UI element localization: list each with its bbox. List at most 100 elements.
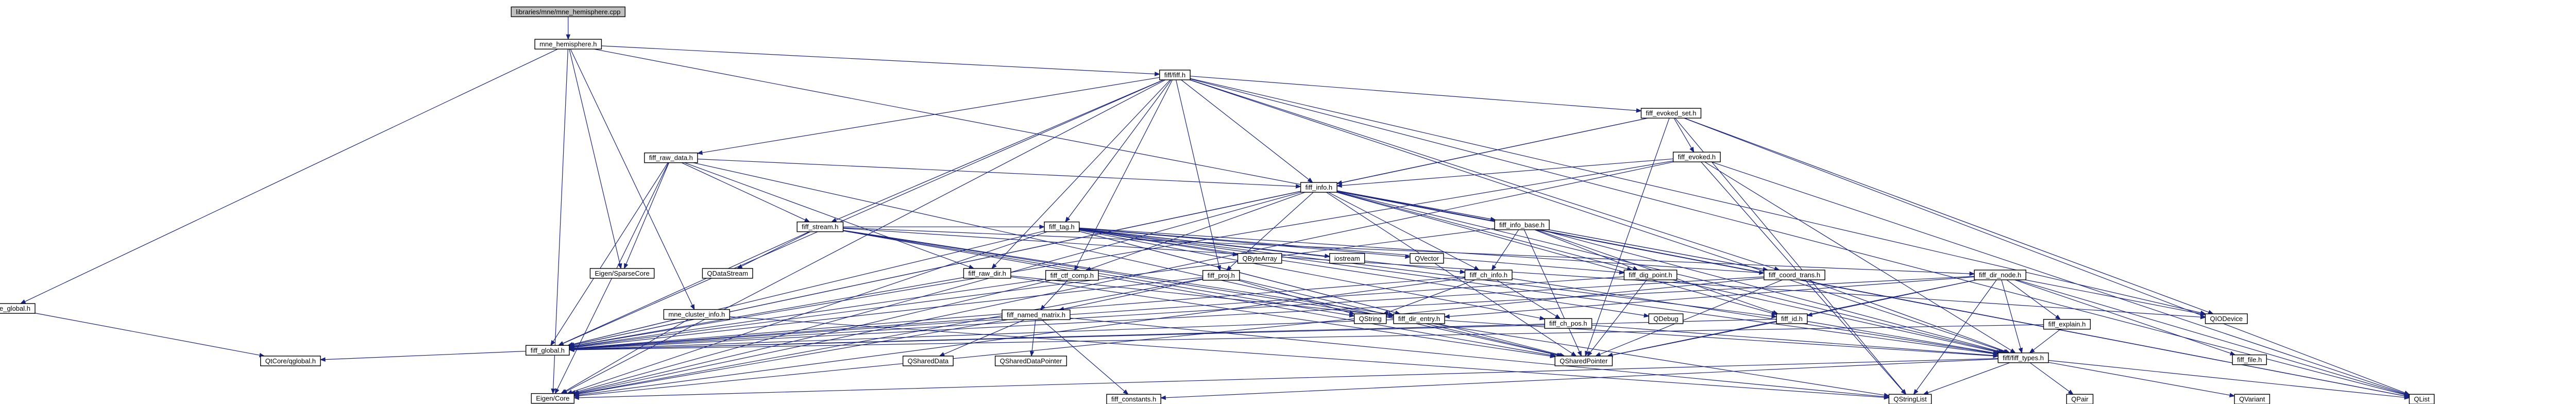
edge-arrowhead [1307,177,1313,183]
dependency-edge [1491,229,1519,271]
node-label: fiff_info.h [1306,183,1333,191]
graph-node[interactable]: fiff_constants.h [1106,394,1161,404]
edge-arrowhead [939,352,945,357]
graph-node[interactable]: fiff_explain.h [2043,319,2091,330]
edge-arrowhead [319,357,326,362]
node-box [511,6,626,18]
edge-arrowhead [1295,184,1301,189]
edge-line [836,79,1164,221]
graph-node[interactable]: fiff_dir_node.h [1974,270,2027,280]
dependency-edge [697,77,1160,155]
edge-line [994,79,1171,265]
graph-node[interactable]: fiff_info.h [1300,182,1337,193]
graph-node[interactable]: fiff_info_base.h [1494,220,1550,230]
node-label: fiff/fiff.h [1164,71,1185,79]
graph-node[interactable]: fiff_stream.h [796,221,844,232]
node-box [1494,220,1550,230]
graph-node[interactable]: fiff_dir_entry.h [1393,313,1445,324]
node-box [663,309,730,320]
graph-node[interactable]: mne_global.h [0,303,36,314]
graph-node[interactable]: QSharedDataPointer [994,356,1067,366]
graph-node[interactable]: fiff_file.h [2232,354,2267,365]
node-box [1544,318,1592,329]
edge-arrowhead [1336,183,1342,188]
edge-line [573,277,1203,348]
edge-line [2016,279,2405,395]
graph-node[interactable]: fiff_evoked.h [1672,152,1721,162]
dependency-edge [1336,158,1673,188]
node-box [963,268,1011,279]
edge-arrowhead [1554,314,1561,319]
graph-node[interactable]: fiff_ch_info.h [1464,270,1513,280]
graph-node[interactable]: iostream [1329,253,1365,264]
graph-node[interactable]: QString [1353,313,1387,324]
edge-arrowhead [1123,389,1129,395]
dependency-edge [1534,229,1639,271]
node-box [1410,253,1444,264]
dependency-edge [35,313,265,358]
graph-node[interactable]: QByteArray [1237,253,1282,264]
graph-node[interactable]: QDebug [1648,313,1684,324]
graph-node[interactable]: QPair [2066,394,2094,404]
graph-node[interactable]: fiff_coord_trans.h [1764,270,1825,280]
node-label: QDataStream [707,270,748,277]
node-box [526,345,570,356]
edge-line [1387,279,1476,313]
edge-line [1079,231,1561,356]
edge-arrowhead [550,340,555,346]
node-box [1640,108,1702,119]
node-label: QStringList [1893,395,1927,403]
graph-node[interactable]: Eigen/SparseCore [589,268,655,279]
graph-node[interactable]: fiff_global.h [526,345,570,356]
graph-node[interactable]: fiff/fiff.h [1159,70,1191,80]
graph-node[interactable]: QDataStream [702,268,753,279]
dependency-edge [573,319,1008,396]
dependency-edge [560,319,689,394]
node-label: QtCore/qglobal.h [265,357,316,365]
graph-node[interactable]: fiff_tag.h [1044,221,1080,232]
graph-node[interactable]: fiff/fiff_types.h [1997,352,2049,363]
graph-node[interactable]: QStringList [1888,394,1932,404]
graph-node[interactable]: QtCore/qglobal.h [260,356,321,366]
graph-node[interactable]: QIODevice [2205,313,2248,324]
graph-node[interactable]: fiff_ch_pos.h [1544,318,1592,329]
dependency-edge [2029,329,2061,354]
graph-node[interactable]: fiff_named_matrix.h [1002,309,1071,321]
edge-line [574,192,1301,393]
graph-node[interactable]: mne_hemisphere.h [534,39,602,49]
dependency-edge [319,350,526,362]
graph-node[interactable]: QSharedPointer [1554,356,1613,366]
graph-node[interactable]: fiff_raw_data.h [644,153,698,163]
graph-node[interactable]: fiff_evoked_set.h [1640,108,1702,119]
edge-arrowhead [1029,351,1035,357]
edge-line [2001,279,2021,349]
node-box [1554,356,1613,366]
graph-node[interactable]: QVector [1410,253,1444,264]
graph-node[interactable]: QVariant [2234,394,2270,404]
node-box [534,39,602,49]
graph-node[interactable]: fiff_dig_point.h [1623,270,1677,280]
graph-node[interactable]: QList [2409,394,2435,404]
node-label: fiff_info_base.h [1499,221,1545,229]
edge-arrowhead [2018,347,2023,354]
graph-node[interactable]: fiff_raw_dir.h [963,268,1011,279]
graph-node[interactable]: Eigen/Core [531,393,575,404]
edge-line [681,162,806,221]
dependency-edge [1238,280,1355,315]
dependency-edge [2048,362,2235,398]
dependency-edge [1591,325,1999,358]
edge-arrowhead [1570,351,1577,357]
edge-line [1336,192,1628,270]
node-box [702,268,753,279]
edge-arrowhead [568,347,574,352]
graph-node[interactable]: fiff_id.h [1776,313,1808,324]
graph-node[interactable]: mne_cluster_info.h [663,309,730,320]
edge-line [569,49,620,264]
dependency-edge [570,48,695,310]
dependency-edge [2001,279,2023,354]
dependency-edge [1181,79,1313,183]
graph-node[interactable]: fiff_proj.h [1202,270,1240,281]
graph-node[interactable]: fiff_ctf_comp.h [1045,270,1099,281]
edge-line [1496,279,1556,317]
graph-node[interactable]: QSharedData [902,356,954,366]
